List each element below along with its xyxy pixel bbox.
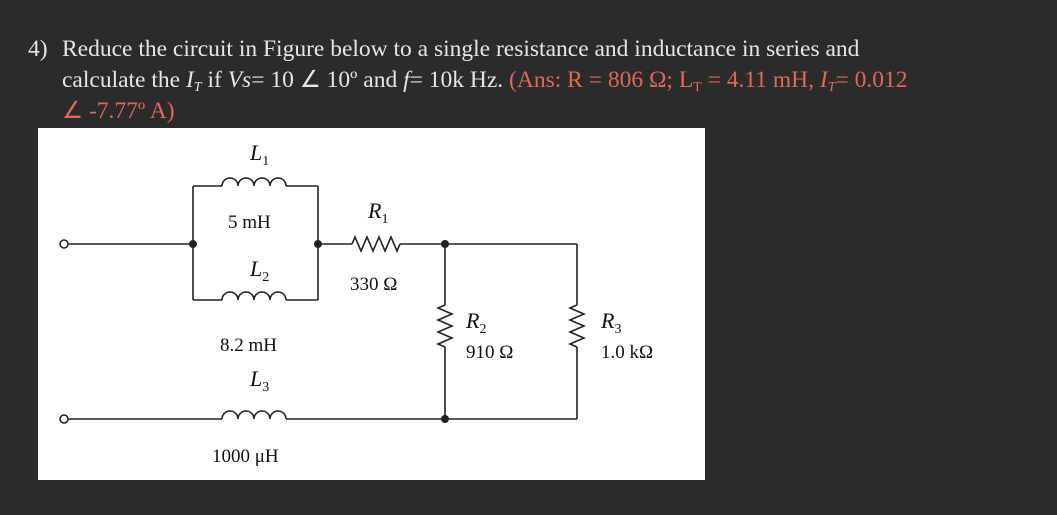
inductor-l2 <box>221 291 287 301</box>
l1-value: 5 mH <box>228 212 271 233</box>
l1-label: L1 <box>249 140 269 169</box>
question-line2-pre: calculate the <box>62 67 181 93</box>
l3-value: 1000 μH <box>212 446 279 467</box>
junction-dot <box>189 240 197 248</box>
question-body: Reduce the circuit in Figure below to a … <box>28 34 1038 127</box>
terminal-bottom <box>59 414 69 424</box>
circuit-figure: L1 5 mH L2 8.2 mH L3 1000 μH R1 330 Ω R2… <box>38 128 705 480</box>
r2-label: R2 <box>465 308 486 337</box>
junction-dot <box>314 240 322 248</box>
resistor-r1 <box>351 234 401 254</box>
answer-text: (Ans: R = 806 Ω; LT = 4.11 mH, IT= 0.012… <box>62 67 908 124</box>
resistor-r2 <box>435 304 455 348</box>
if-word: if <box>207 67 222 93</box>
answer-angle: ∠ -7.77º A) <box>62 98 175 124</box>
frequency-symbol: f <box>403 67 410 93</box>
r3-label: R3 <box>600 308 621 337</box>
current-symbol: IT <box>185 67 202 95</box>
junction-dot <box>441 240 449 248</box>
source-voltage-symbol: Vs <box>227 67 252 93</box>
circuit-diagram: L1 5 mH L2 8.2 mH L3 1000 μH R1 330 Ω R2… <box>59 140 653 467</box>
r2-value: 910 Ω <box>466 342 513 363</box>
inductor-l3 <box>221 410 287 420</box>
r3-value: 1.0 kΩ <box>601 342 653 363</box>
l2-value: 8.2 mH <box>220 335 277 356</box>
resistor-r3 <box>567 304 587 348</box>
terminal-top <box>59 239 69 249</box>
junction-dot <box>441 415 449 423</box>
r1-label: R1 <box>367 198 388 227</box>
l3-label: L3 <box>249 366 269 395</box>
l2-label: L2 <box>249 256 269 285</box>
inductor-l1 <box>221 177 287 187</box>
r1-value: 330 Ω <box>350 274 397 295</box>
question-line1: Reduce the circuit in Figure below to a … <box>62 36 860 62</box>
frequency-value: = 10k Hz. <box>409 67 504 93</box>
question-number: 4) <box>28 36 48 62</box>
question-text: 4) Reduce the circuit in Figure below to… <box>28 34 1038 127</box>
source-voltage-value: = 10 ∠ 10º and <box>251 67 398 93</box>
